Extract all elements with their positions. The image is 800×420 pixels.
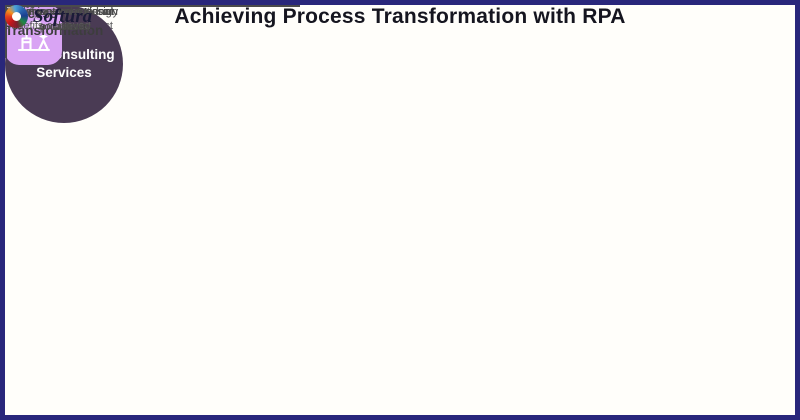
center-node-line2: Services xyxy=(36,65,92,80)
process-transformation-heading-line2: Transformation xyxy=(5,23,104,38)
branch-label-analyze-redesign: Analyze and redesign processes xyxy=(12,6,118,33)
softura-wordmark: Softura xyxy=(33,5,93,27)
connector-stem-line xyxy=(5,5,7,58)
process-transformation-subtext: Significant operational benefits achieve… xyxy=(5,6,114,32)
softura-swirl-icon xyxy=(5,5,28,28)
branch-label-eliminate-tasks: Eliminate redundant tasks xyxy=(16,6,114,33)
connector-horizontal-line xyxy=(5,5,300,7)
branch-label-remove-complexity: Remove unnecessary complexity xyxy=(11,6,119,33)
robot-welding-arm-glyph xyxy=(17,19,50,52)
softura-swirl-hole xyxy=(12,12,21,21)
page-title: Achieving Process Transformation with RP… xyxy=(174,5,626,28)
softura-logo: Softura xyxy=(5,5,92,28)
